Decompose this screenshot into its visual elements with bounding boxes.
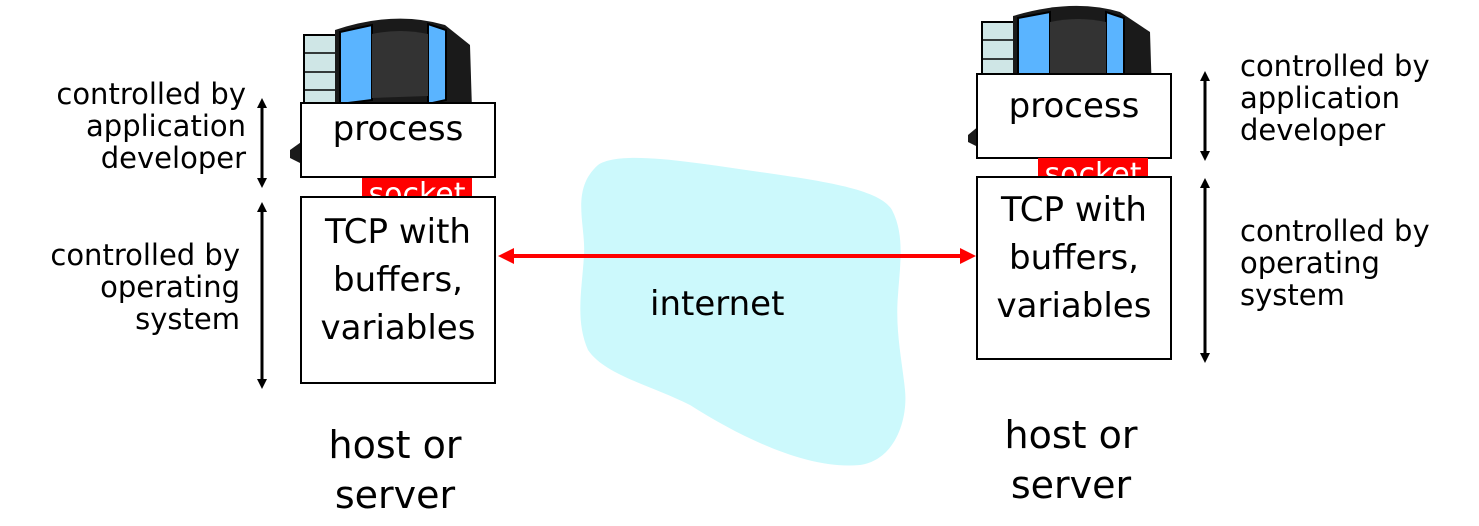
right-app-control-label: controlled by application developer — [1240, 50, 1476, 146]
label-line: controlled by — [1240, 49, 1430, 83]
label-line: developer — [100, 141, 246, 175]
left-tcp-box: TCP with buffers, variables — [300, 196, 496, 384]
process-label: process — [1008, 86, 1140, 126]
process-label: process — [332, 109, 464, 149]
host-line: server — [334, 473, 456, 517]
tcp-line: buffers, — [333, 260, 463, 300]
label-line: application — [1240, 81, 1400, 115]
label-line: system — [135, 302, 240, 336]
right-process-box: process — [976, 73, 1172, 159]
label-line: operating — [100, 270, 240, 304]
left-app-control-label: controlled by application developer — [6, 78, 246, 174]
tcp-line: buffers, — [1009, 238, 1139, 278]
label-line: system — [1240, 278, 1345, 312]
computer-monitor-icon — [290, 18, 472, 165]
internet-cloud — [580, 157, 906, 466]
tcp-line: TCP with — [1001, 190, 1147, 230]
right-tcp-box: TCP with buffers, variables — [976, 176, 1172, 360]
label-line: operating — [1240, 246, 1380, 280]
tcp-line: TCP with — [325, 212, 471, 252]
label-line: developer — [1240, 113, 1386, 147]
label-line: controlled by — [50, 238, 240, 272]
label-line: application — [86, 109, 246, 143]
tcp-line: variables — [996, 286, 1152, 326]
host-line: host or — [328, 423, 462, 467]
left-host-label: host or server — [290, 420, 500, 520]
label-line: controlled by — [56, 77, 246, 111]
right-os-control-label: controlled by operating system — [1240, 215, 1476, 311]
internet-label: internet — [650, 284, 785, 324]
label-line: controlled by — [1240, 214, 1430, 248]
right-host-label: host or server — [966, 410, 1176, 510]
host-line: host or — [1004, 413, 1138, 457]
left-os-control-label: controlled by operating system — [4, 239, 240, 335]
left-process-box: process — [300, 102, 496, 178]
tcp-line: variables — [320, 308, 476, 348]
host-line: server — [1010, 463, 1132, 507]
